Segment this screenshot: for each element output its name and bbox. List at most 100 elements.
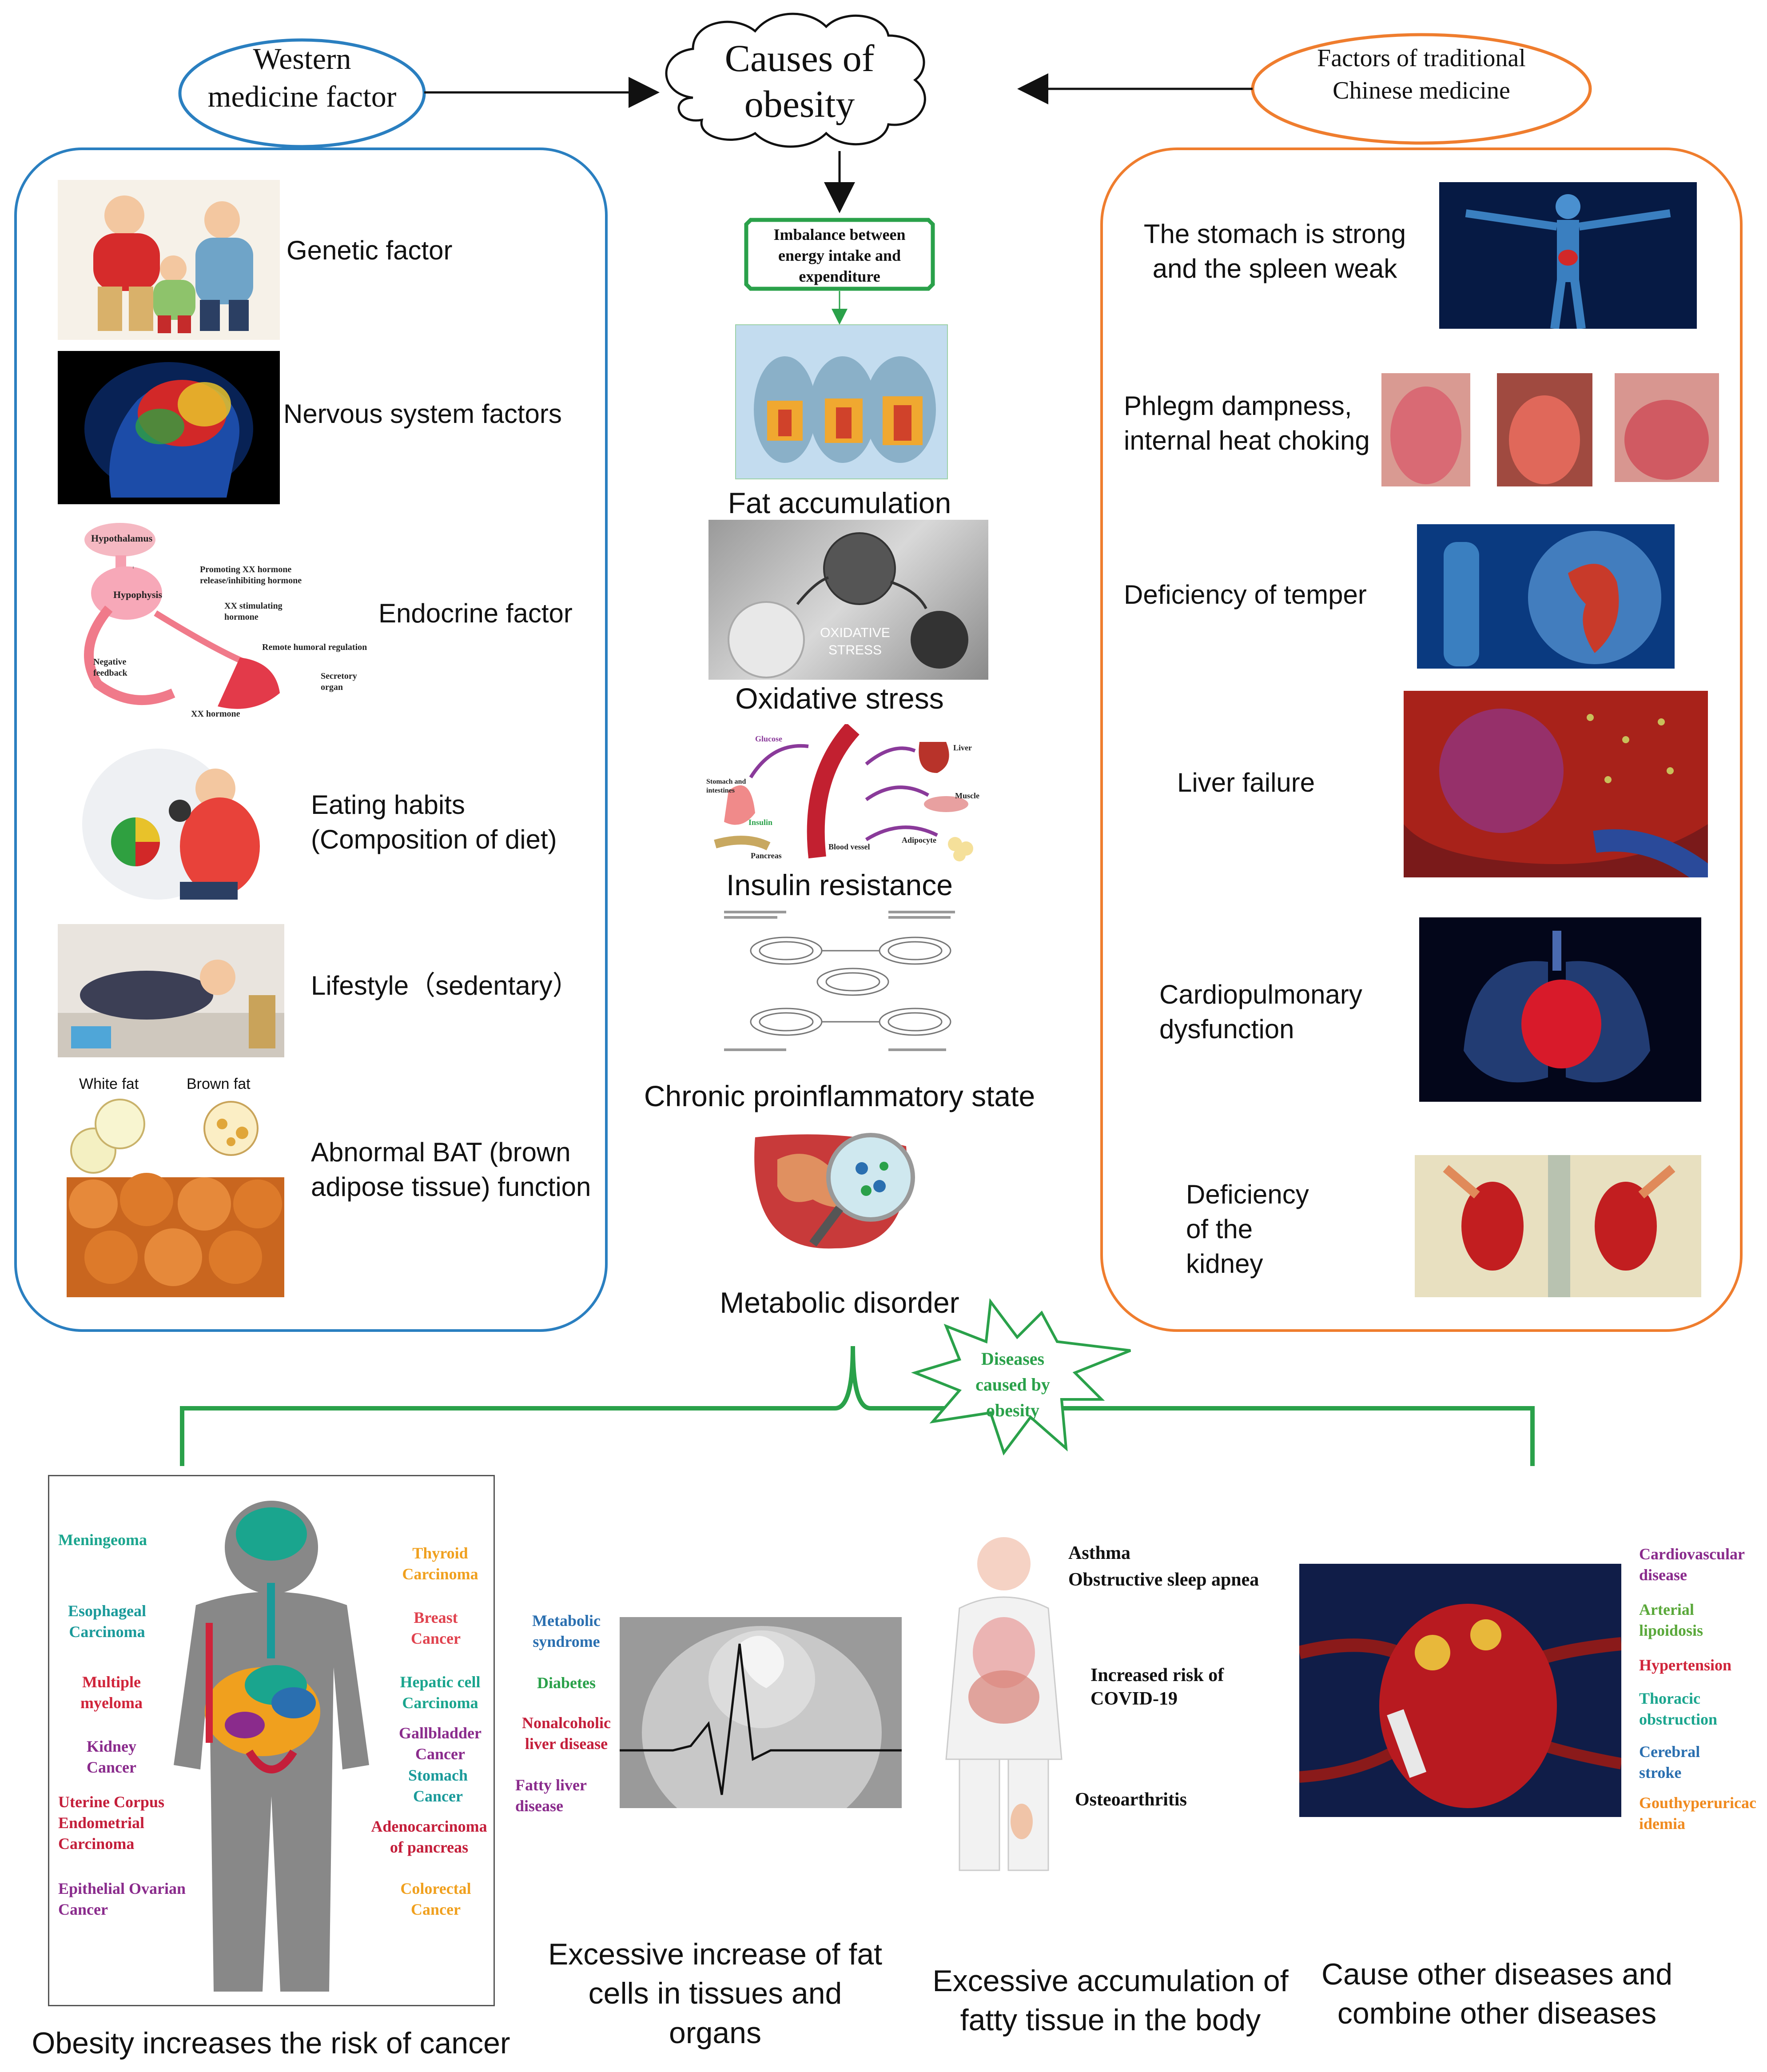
tcm-item-kidney: Deficiency of the kidney <box>1186 1179 1309 1279</box>
western-header: Western medicine factor <box>207 42 397 113</box>
tcm-item-phlegm: Phlegm dampness, internal heat choking <box>1124 391 1370 455</box>
imbalance-box <box>744 218 935 291</box>
fattissue-label-covid: Increased risk of COVID-19 <box>1090 1665 1224 1709</box>
western-frame <box>14 147 608 1332</box>
fattissue-caption: Excessive accumulation of fatty tissue i… <box>932 1964 1289 2037</box>
liver-picture <box>1404 691 1708 877</box>
endo-hypothalamus: Hypothalamus <box>91 533 153 544</box>
endo-negative: Negative feedback <box>93 657 127 678</box>
fatcells-label-metabolic: Metabolic syndrome <box>532 1612 601 1650</box>
cancer-label-myeloma: Multiple myeloma <box>80 1673 143 1712</box>
tongue-picture-1 <box>1381 373 1470 486</box>
fattissue-label-asthma: Asthma <box>1068 1543 1131 1563</box>
inflammation-picture <box>720 906 986 1062</box>
endo-promoting: Promoting XX hormone release/inhibiting … <box>200 565 302 586</box>
other-label-cardiovascular: Cardiovascular disease <box>1639 1545 1745 1584</box>
tcm-item-temper: Deficiency of temper <box>1124 580 1367 610</box>
cancer-caption: Obesity increases the risk of cancer <box>32 2026 510 2060</box>
western-item-endocrine: Endocrine factor <box>378 598 573 628</box>
cancer-label-kidney: Kidney Cancer <box>86 1737 137 1776</box>
fatcells-label-nafld: Nonalcoholic liver disease <box>521 1714 611 1753</box>
western-item-genetic: Genetic factor <box>287 235 453 265</box>
tcm-header: Factors of traditional Chinese medicine <box>1317 44 1526 104</box>
endo-stimulating: XX stimulating hormone <box>224 601 283 622</box>
endo-hypophysis: Hypophysis <box>113 589 163 600</box>
other-label-stroke: Cerebral stroke <box>1639 1743 1700 1781</box>
spleen-picture <box>1417 524 1675 669</box>
brown-fat-label: Brown fat <box>187 1076 251 1092</box>
endocrine-picture: Hypothalamus Promoting XX hormone releas… <box>67 515 395 733</box>
oxidative-picture: OXIDATIVE STRESS <box>708 520 988 680</box>
insulin-insulin: Insulin <box>748 818 773 827</box>
cancer-label-colorectal: Colorectal Cancer <box>400 1880 471 1918</box>
cancer-label-ovarian: Epithelial Ovarian Cancer <box>58 1880 186 1918</box>
endo-remote: Remote humoral regulation <box>262 642 367 652</box>
genetic-picture <box>58 180 280 340</box>
tcm-item-cardio: Cardiopulmonary dysfunction <box>1159 980 1362 1044</box>
western-item-bat: Abnormal BAT (brown adipose tissue) func… <box>311 1137 591 1202</box>
cancer-label-gallbladder: Gallbladder Cancer <box>398 1724 482 1763</box>
disease-burst <box>911 1298 1131 1456</box>
eating-picture <box>69 740 295 908</box>
center-item-fat: Fat accumulation <box>728 486 951 519</box>
tcm-item-stomach: The stomach is strong and the spleen wea… <box>1143 219 1406 283</box>
white-fat-label: White fat <box>79 1076 139 1092</box>
cancer-label-meningeoma: Meningeoma <box>58 1531 147 1549</box>
imbalance-text: Imbalance between energy intake and expe… <box>773 226 906 285</box>
fat-cells-picture <box>67 1097 284 1297</box>
insulin-adipocyte: Adipocyte <box>902 836 936 845</box>
tongue-picture-2 <box>1497 373 1592 486</box>
insulin-liver: Liver <box>953 743 972 752</box>
other-label-hypertension: Hypertension <box>1639 1656 1732 1674</box>
tcm-item-liver: Liver failure <box>1177 768 1315 797</box>
center-item-oxidative: Oxidative stress <box>735 682 944 715</box>
other-label-arterial: Arterial lipoidosis <box>1639 1601 1703 1639</box>
fatcells-label-fattyliver: Fatty liver disease <box>515 1776 587 1815</box>
cancer-label-breast: Breast Cancer <box>411 1609 461 1647</box>
metabolic-picture <box>737 1120 937 1257</box>
endo-secretory: Secretory organ <box>321 671 357 692</box>
fatcells-label-diabetes: Diabetes <box>537 1674 596 1692</box>
other-label-thoracic: Thoracic obstruction <box>1639 1689 1718 1728</box>
insulin-picture: Glucose Liver Stomach and intestines Mus… <box>706 724 986 862</box>
cancer-label-uterine: Uterine Corpus Endometrial Carcinoma <box>58 1793 164 1853</box>
center-item-insulin: Insulin resistance <box>726 869 953 901</box>
center-item-inflammatory: Chronic proinflammatory state <box>644 1080 1035 1112</box>
oxidative-overlay: OXIDATIVE STRESS <box>820 626 890 657</box>
tcm-frame <box>1100 147 1743 1332</box>
insulin-stomach: Stomach and intestines <box>706 778 746 794</box>
body-picture <box>942 1528 1066 1884</box>
cancer-label-hepatic: Hepatic cell Carcinoma <box>400 1673 481 1712</box>
kidney-picture <box>1415 1155 1701 1297</box>
tongue-picture-3 <box>1615 373 1719 482</box>
other-caption: Cause other diseases and combine other d… <box>1321 1957 1673 2031</box>
western-item-nervous: Nervous system factors <box>283 399 562 429</box>
fat-accumulation-picture <box>735 324 948 479</box>
cancer-label-esophageal: Esophageal Carcinoma <box>68 1602 147 1641</box>
cancer-label-pancreas: Adenocarcinoma of pancreas <box>371 1817 487 1856</box>
fatcells-caption: Excessive increase of fat cells in tissu… <box>548 1937 883 2050</box>
western-item-lifestyle: Lifestyle（sedentary） <box>311 971 579 1000</box>
title-cloud <box>665 12 926 148</box>
insulin-glucose: Glucose <box>755 734 782 743</box>
endo-hormone: XX hormone <box>191 709 240 719</box>
western-item-eating: Eating habits (Composition of diet) <box>311 790 557 854</box>
stomach-picture <box>1439 182 1697 329</box>
other-label-gout: Gouthyperuricacidemia <box>1639 1794 1756 1833</box>
fattissue-label-apnea: Obstructive sleep apnea <box>1068 1570 1259 1590</box>
lifestyle-picture <box>58 924 284 1057</box>
cancer-panel: Meningeoma Esophageal Carcinoma Multiple… <box>48 1475 495 2006</box>
fattissue-label-osteo: Osteoarthritis <box>1075 1789 1187 1810</box>
cancer-label-thyroid: Thyroid Carcinoma <box>402 1544 478 1583</box>
brain-picture <box>58 351 280 504</box>
center-item-metabolic: Metabolic disorder <box>720 1286 959 1319</box>
insulin-muscle: Muscle <box>955 791 979 800</box>
xray-picture <box>620 1617 902 1808</box>
page-title: Causes of obesity <box>724 37 875 126</box>
insulin-pancreas: Pancreas <box>751 851 782 860</box>
heart-picture <box>1299 1564 1621 1817</box>
diseases-badge: Diseases caused by obesity <box>975 1349 1050 1420</box>
disease-brace <box>180 1346 1535 1466</box>
